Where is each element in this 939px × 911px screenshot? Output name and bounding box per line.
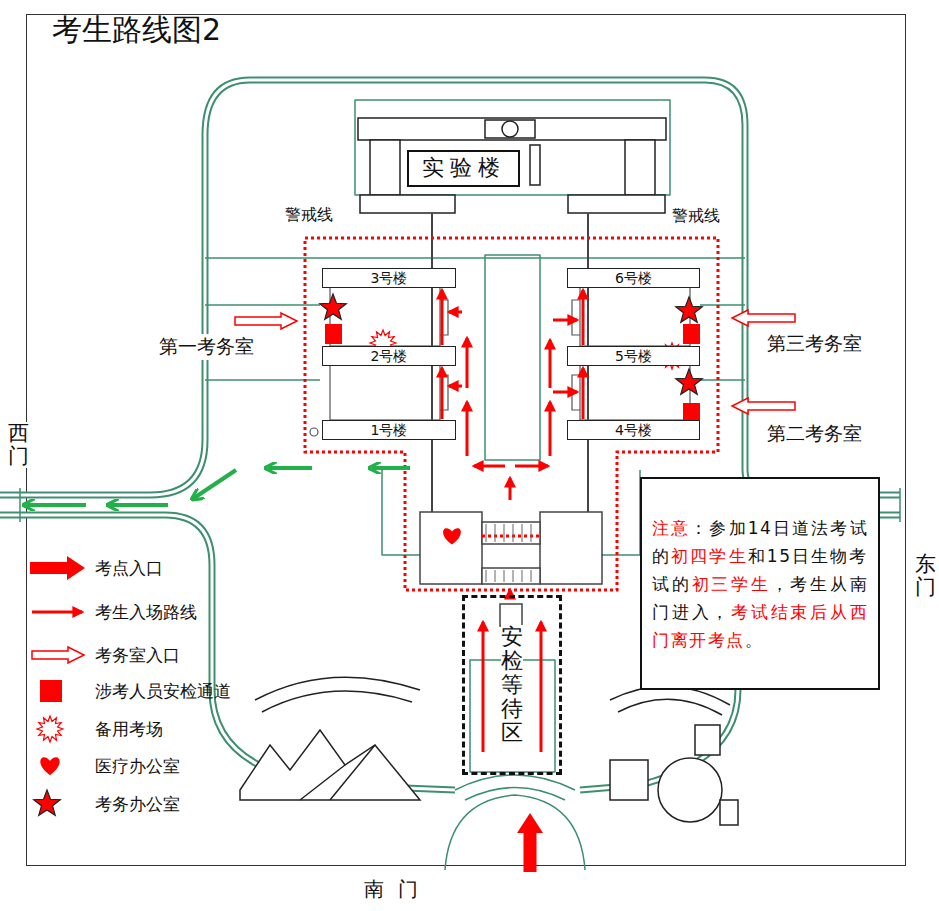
route-arrow: [553, 319, 577, 322]
route-arrow: [549, 340, 552, 388]
legend-text: 考生入场路线: [95, 601, 197, 624]
guard-line-label: 警戒线: [283, 205, 335, 226]
guard-line-label: 警戒线: [670, 206, 722, 227]
route-arrow: [549, 402, 552, 456]
office-star: [320, 294, 347, 319]
route-connector: [582, 368, 585, 419]
office-star: [676, 297, 703, 322]
office-entry-arrow: [32, 647, 84, 663]
notice-text: 初四学生: [671, 546, 748, 566]
route-arrow: [449, 311, 462, 314]
notice-box: 注意：参加14日道法考试的初四学生和15日生物考试的初三学生，考生从南门进入，考…: [640, 477, 880, 690]
building-bar: 6号楼: [567, 268, 700, 288]
route-connector: [441, 368, 444, 419]
office-label: 第一考务室: [157, 334, 256, 360]
building-name: 3号楼: [371, 270, 408, 287]
notice-text: 初三学生: [692, 574, 771, 594]
office-star: [34, 790, 61, 815]
building-label: 实验楼: [407, 150, 520, 187]
legend-text: 考务办公室: [95, 793, 180, 816]
legend-text: 考点入口: [95, 557, 163, 580]
building-bar: 4号楼: [567, 420, 700, 440]
route-arrow-sample: [32, 611, 82, 614]
legend-swatch: [40, 680, 62, 702]
route-arrow: [553, 391, 577, 394]
spare-room-burst: [37, 716, 63, 742]
building-name: 5号楼: [615, 348, 652, 365]
exit-arrow: [194, 470, 236, 498]
office-entry-arrow: [235, 313, 297, 329]
legend-text: 备用考场: [95, 718, 163, 741]
map-title: 考生路线图2: [52, 10, 221, 51]
route-arrow: [509, 478, 512, 500]
exit-arrow: [372, 466, 410, 470]
route-arrow: [449, 385, 462, 388]
office-star: [676, 369, 703, 394]
route-arrow: [515, 465, 548, 468]
legend-text: 医疗办公室: [95, 755, 180, 778]
building-bar: 2号楼: [322, 346, 456, 366]
office-label: 第三考务室: [765, 331, 864, 357]
office-entry-arrow: [732, 310, 795, 326]
legend-text: 考务室入口: [95, 644, 180, 667]
route-arrow: [466, 402, 469, 456]
office-label: 第二考务室: [765, 421, 864, 447]
zone-label: 安检等待区: [501, 625, 523, 746]
entrance-arrow: [517, 813, 543, 872]
notice-text: 。: [745, 630, 764, 650]
route-connector: [441, 290, 444, 345]
exit-arrow: [110, 503, 168, 507]
entrance-arrow: [30, 556, 85, 580]
building-name: 2号楼: [371, 348, 408, 365]
route-arrow: [540, 622, 543, 752]
legend-text: 涉考人员安检通道: [95, 680, 231, 703]
route-arrow: [466, 338, 469, 388]
building-bar: 5号楼: [567, 346, 700, 366]
exit-arrow: [26, 503, 86, 507]
route-arrow: [474, 465, 505, 468]
notice-text: 注意: [652, 518, 690, 538]
security-square: [683, 324, 700, 344]
gate-label: 东门: [913, 553, 938, 599]
route-connector: [582, 290, 585, 345]
exit-arrow: [268, 466, 312, 470]
gate-label: 南门: [362, 876, 434, 903]
security-zone: 安检等待区: [462, 595, 562, 775]
medical-heart: [443, 528, 461, 544]
building-bar: 1号楼: [322, 420, 456, 440]
security-square: [325, 324, 342, 344]
route-arrow: [482, 622, 485, 752]
building-name: 6号楼: [615, 270, 652, 287]
gate-label: 西门: [6, 422, 31, 468]
building-bar: 3号楼: [322, 268, 456, 288]
office-entry-arrow: [732, 398, 795, 414]
building-name: 1号楼: [371, 422, 408, 439]
building-name: 实验楼: [422, 155, 506, 181]
medical-heart: [40, 757, 59, 775]
building-name: 4号楼: [615, 422, 652, 439]
